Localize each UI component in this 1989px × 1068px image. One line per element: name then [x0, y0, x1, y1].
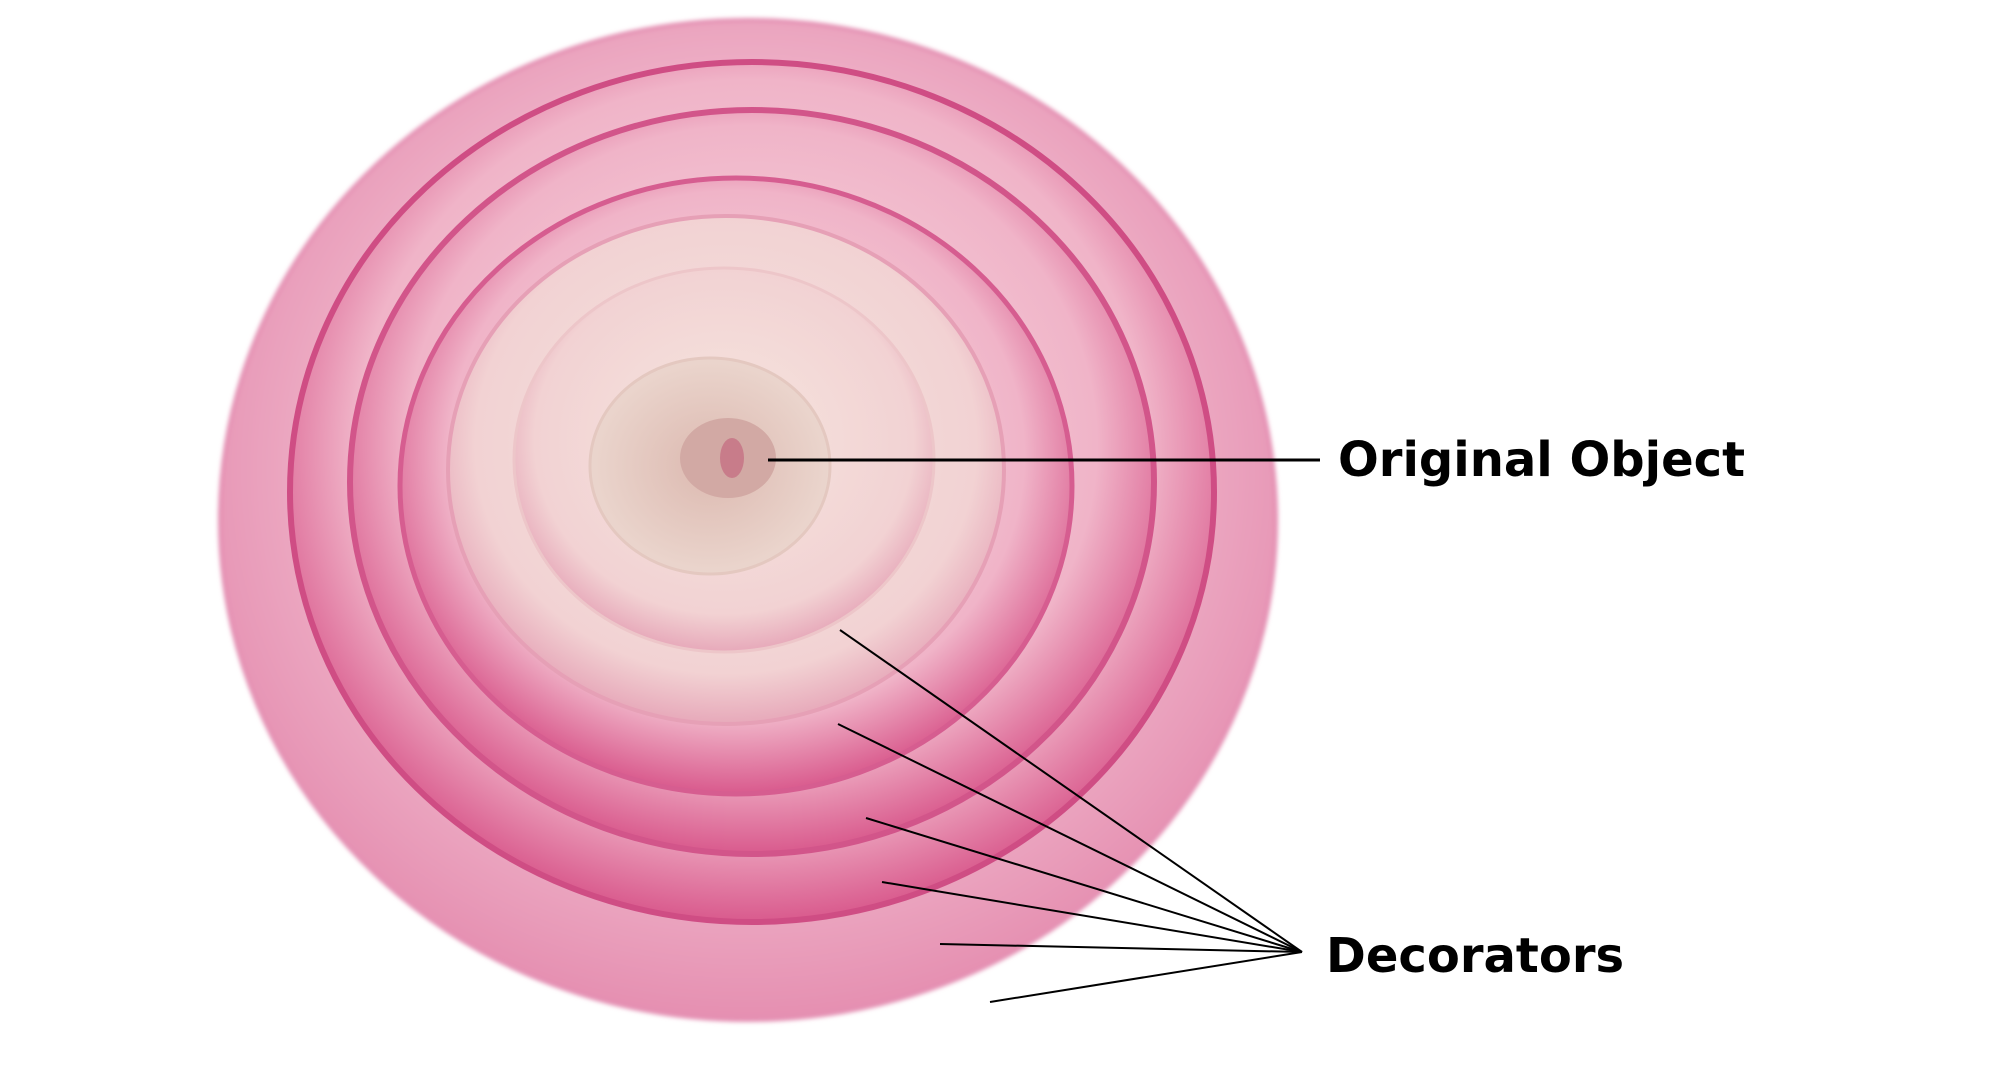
original-object-label: Original Object [1338, 432, 1745, 488]
onion-center-dot [720, 438, 744, 478]
decorator-leader-line [837, 723, 1303, 953]
decorator-leader-line [839, 629, 1303, 953]
decorator-leader-line [881, 881, 1303, 953]
decorator-leader-line [939, 943, 1303, 953]
decorators-label: Decorators [1326, 928, 1624, 984]
decorator-leader-line [989, 951, 1303, 1003]
decorator-leader-line [865, 817, 1303, 953]
decorators-leader-lines [837, 629, 1303, 1003]
onion-illustration [218, 18, 1278, 1022]
